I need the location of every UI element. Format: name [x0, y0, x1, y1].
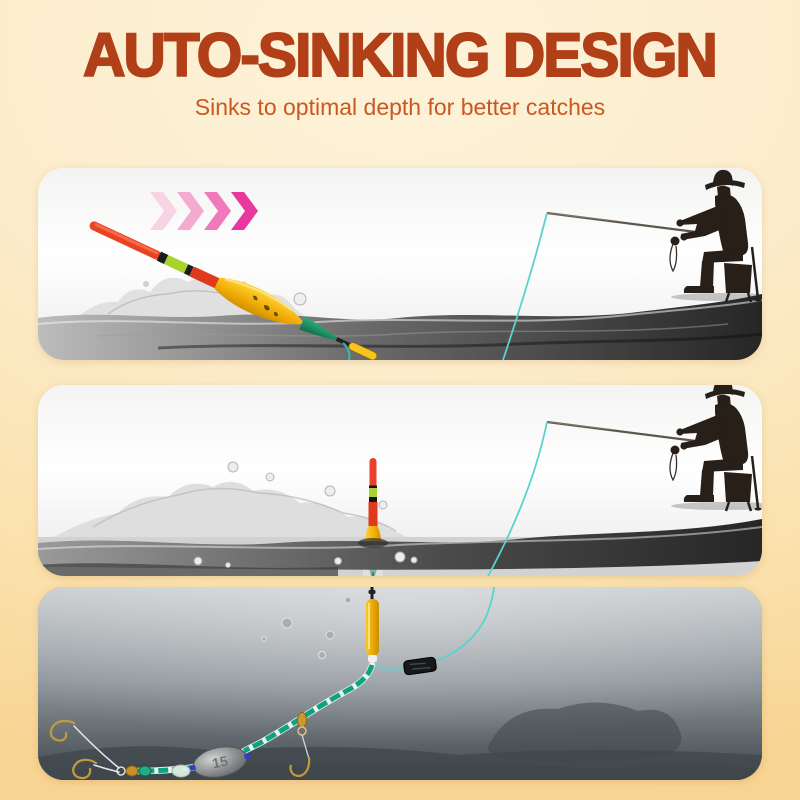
- panel-underwater-rig: 15: [38, 587, 762, 780]
- hooks-group: [49, 719, 120, 780]
- sinker-weight-label: 15: [211, 753, 230, 772]
- bubbles: [193, 551, 418, 568]
- page-subtitle: Sinks to optimal depth for better catche…: [194, 94, 606, 121]
- gold-hook: [289, 756, 311, 778]
- main-line-and-barrel-swivel: [371, 587, 495, 676]
- chevron-arrows-icon: [150, 192, 258, 230]
- panel-float-cast-on-surface: [38, 168, 762, 360]
- water-splash: [54, 461, 406, 537]
- fishing-float: [89, 221, 378, 360]
- bubbles: [261, 596, 352, 659]
- line-at-float-tail: [342, 342, 351, 360]
- float-brand-marking: [253, 295, 278, 317]
- panel-float-standing-upright: [38, 385, 762, 576]
- water-surface: [38, 519, 762, 576]
- page-title: AUTO-SINKING DESIGN: [83, 21, 720, 89]
- barrel-weight: [403, 656, 437, 676]
- fishing-line: [502, 212, 548, 360]
- fishing-line: [487, 421, 548, 576]
- rig-beads: [116, 764, 191, 778]
- gold-hook: [72, 758, 98, 780]
- sinker-weight: 15: [189, 746, 251, 778]
- swivel-dropper-hook: [289, 712, 311, 778]
- float-lower-stem: [366, 587, 379, 662]
- gold-hook: [49, 719, 76, 742]
- header: AUTO-SINKING DESIGN Sinks to optimal dep…: [0, 0, 800, 121]
